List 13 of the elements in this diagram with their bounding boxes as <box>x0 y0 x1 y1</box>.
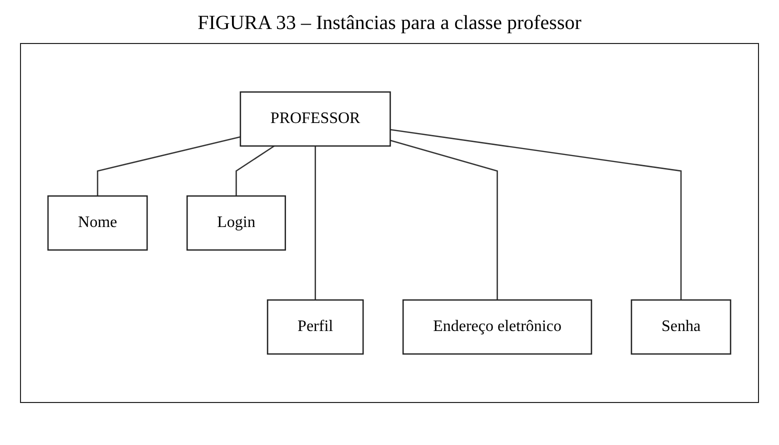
connector <box>390 129 682 300</box>
node-box <box>267 299 364 355</box>
connector <box>97 136 241 196</box>
figure-frame: PROFESSOR Nome Login Perfil Endereço eletrônico Senha <box>20 43 759 403</box>
node-box <box>48 195 148 251</box>
figure-title: FIGURA 33 – Instâncias para a classe professor <box>196 12 582 35</box>
node-box <box>402 299 592 355</box>
node-box <box>631 299 732 355</box>
node-box <box>186 195 286 251</box>
connector <box>390 140 498 300</box>
connector <box>314 146 316 300</box>
node-box <box>240 91 392 147</box>
connector <box>236 145 275 196</box>
